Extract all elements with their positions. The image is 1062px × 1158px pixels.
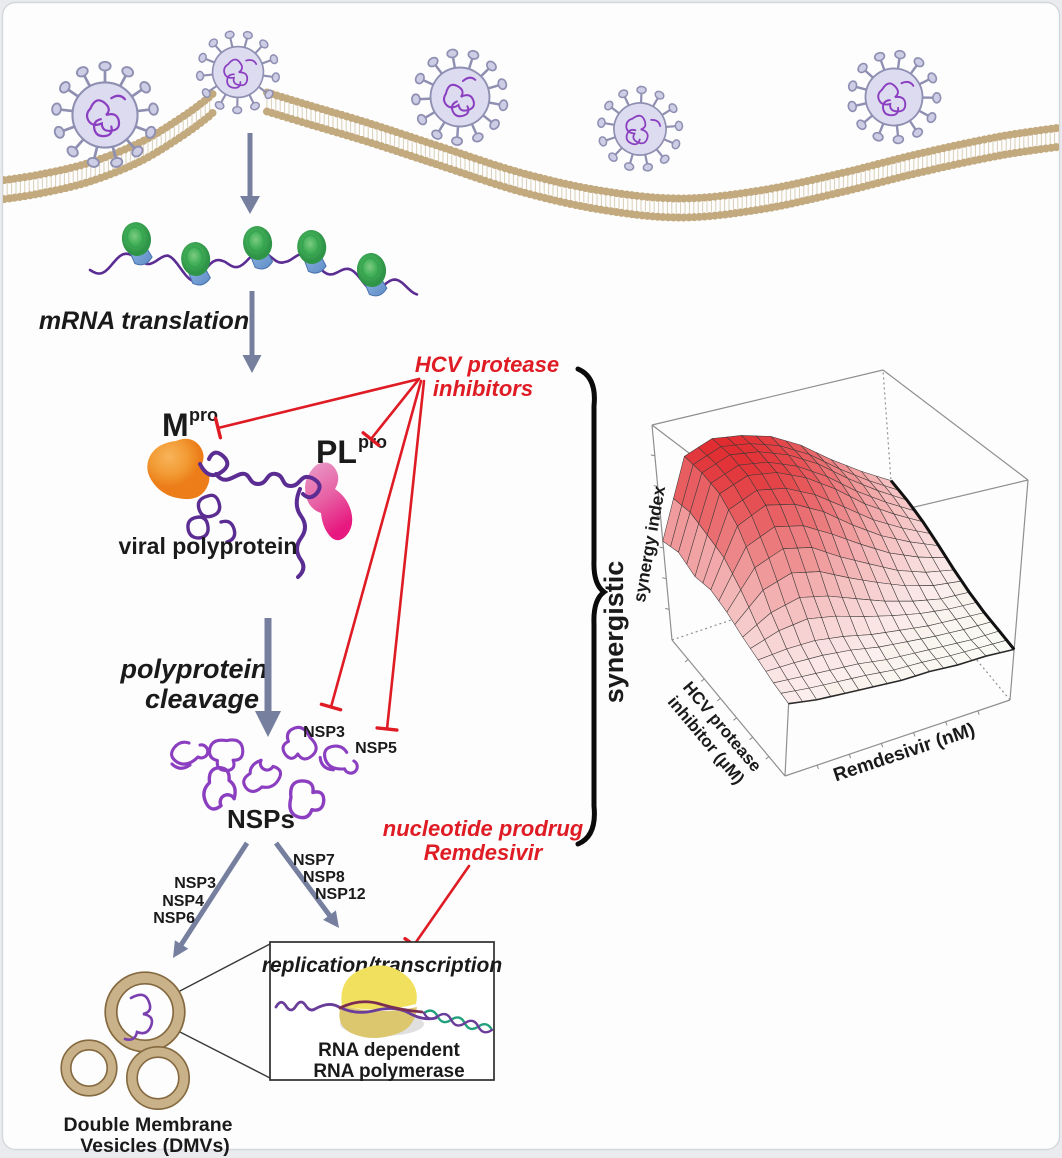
hcv-inhibitors-label: HCV protease inhibitors — [415, 352, 559, 401]
svg-text:NSP8: NSP8 — [303, 869, 345, 886]
inhibition-line-plpro — [361, 377, 421, 447]
rtc-nsp-list: NSP7 NSP8 NSP12 — [293, 852, 366, 903]
mpro-blob — [147, 438, 210, 500]
product-helix — [422, 1009, 494, 1034]
replication-box: replication/transcription RNA dependent … — [262, 941, 502, 1082]
nsp5-tag: NSP5 — [355, 740, 397, 757]
dmv-vesicles — [60, 943, 271, 1111]
svg-text:NSP4: NSP4 — [162, 893, 204, 910]
translation-complex — [88, 219, 419, 299]
svg-text:Remdesivir: Remdesivir — [424, 840, 544, 865]
dmv-nsp-list: NSP3 NSP4 NSP6 — [153, 875, 216, 927]
polyprotein-curls — [186, 493, 237, 544]
svg-text:HCV protease: HCV protease — [415, 352, 559, 377]
polyprotein-strand — [198, 450, 322, 500]
inhibition-lines — [213, 377, 471, 953]
inhibition-line-mpro — [213, 377, 421, 440]
svg-text:polyprotein: polyprotein — [120, 654, 268, 684]
cell-membrane — [3, 88, 1059, 222]
dmv-small-1 — [60, 1039, 118, 1097]
rdrp-blob — [341, 965, 417, 1010]
svg-text:Vesicles (DMVs): Vesicles (DMVs) — [80, 1135, 230, 1157]
remdesivir-label: nucleotide prodrug Remdesivir — [383, 816, 584, 865]
plpro-label: PL pro — [316, 432, 387, 470]
mrna-translation-label: mRNA translation — [39, 307, 249, 335]
synergy-brace — [575, 366, 609, 847]
svg-text:NSP6: NSP6 — [153, 910, 195, 927]
viral-polyprotein-group — [147, 438, 353, 579]
viral-polyprotein-label: viral polyprotein — [119, 533, 298, 559]
svg-text:M: M — [162, 407, 189, 443]
nsp3-tag: NSP3 — [303, 724, 345, 741]
cleavage-label: polyprotein cleavage — [120, 654, 268, 714]
svg-text:inhibitors: inhibitors — [433, 376, 533, 401]
cleavage-arrow — [255, 618, 281, 737]
rdrp-label-1: RNA dependent — [318, 1040, 460, 1061]
synergy-surface-plot — [650, 369, 1029, 777]
dmv-small-2 — [126, 1046, 191, 1111]
svg-text:pro: pro — [189, 405, 218, 425]
svg-text:cleavage: cleavage — [145, 684, 259, 714]
translation-arrow — [242, 291, 262, 373]
polyprotein-tail — [294, 487, 307, 579]
mpro-label: M pro — [162, 405, 218, 443]
nsps-label: NSPs — [227, 804, 295, 834]
svg-text:NSP3: NSP3 — [174, 875, 216, 892]
entry-arrow — [240, 133, 260, 214]
svg-text:PL: PL — [316, 434, 357, 470]
svg-text:Double Membrane: Double Membrane — [63, 1114, 232, 1136]
svg-text:nucleotide prodrug: nucleotide prodrug — [383, 816, 584, 841]
svg-text:NSP12: NSP12 — [315, 886, 366, 903]
rdrp-label-2: RNA polymerase — [313, 1061, 464, 1082]
inhibition-line-nsp5 — [375, 379, 426, 732]
rtc-branch-arrow — [273, 841, 339, 928]
inhibition-line-nsp3 — [319, 379, 423, 712]
svg-text:NSP7: NSP7 — [293, 852, 335, 869]
synergistic-label: synergistic — [599, 561, 629, 704]
dmv-label: Double Membrane Vesicles (DMVs) — [63, 1114, 232, 1157]
dmv-branch-arrow — [173, 841, 250, 958]
